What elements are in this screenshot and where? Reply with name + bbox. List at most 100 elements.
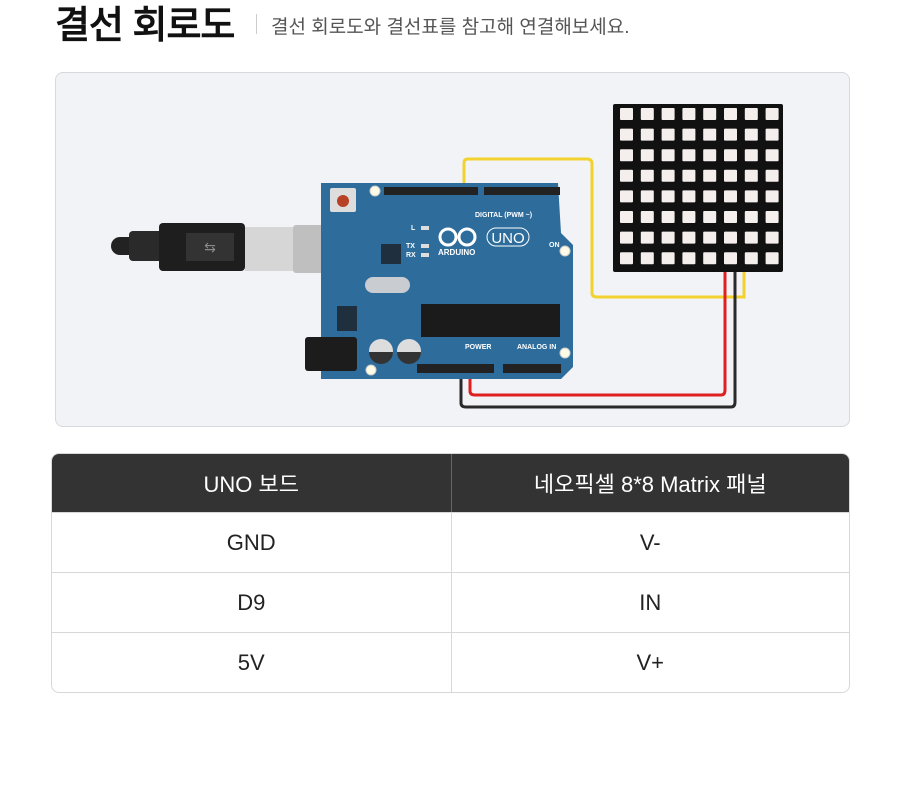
led-pixel — [620, 190, 633, 203]
led-pixel — [640, 211, 654, 223]
led-pixel — [724, 252, 737, 265]
led-pixel — [744, 211, 758, 223]
page-title: 결선 회로도 — [55, 5, 235, 47]
led-pixel — [744, 252, 758, 265]
led-pixel — [661, 128, 675, 141]
label-uno: UNO — [491, 230, 524, 247]
led-pixel — [724, 169, 737, 182]
led-pixel — [682, 190, 696, 203]
wiring-diagram: ⇆ — [55, 72, 850, 427]
led-pixel — [620, 252, 633, 265]
led-pixel — [724, 231, 737, 244]
neopixel-matrix — [613, 104, 783, 272]
label-arduino: ARDUINO — [438, 248, 475, 257]
cell-uno-pin: 5V — [52, 632, 451, 692]
cell-matrix-pin: IN — [450, 572, 849, 632]
cell-matrix-pin: V- — [450, 512, 849, 572]
page-subtitle: 결선 회로도와 결선표를 참고해 연결해보세요. — [271, 17, 630, 38]
column-header-uno: UNO 보드 — [52, 454, 451, 512]
power-header — [417, 364, 494, 373]
led-pixel — [682, 169, 696, 182]
led-pixel — [661, 108, 675, 120]
circuit-illustration: ⇆ — [111, 104, 783, 409]
led-pixel — [703, 252, 717, 265]
led-pixel — [661, 149, 675, 162]
led-pixel — [661, 252, 675, 265]
power-jack — [305, 337, 357, 371]
led-pixel — [744, 128, 758, 141]
led-pixel — [640, 190, 654, 203]
led-pixel — [703, 108, 717, 120]
led-pixel — [661, 190, 675, 203]
led-pixel — [640, 149, 654, 162]
led-pixel — [744, 190, 758, 203]
label-digital: DIGITAL (PWM ~) — [475, 212, 532, 219]
cell-uno-pin: GND — [52, 512, 451, 572]
led-pixel — [620, 128, 633, 141]
led-pixel — [703, 169, 717, 182]
usb-icon: ⇆ — [204, 239, 216, 255]
led-pixel — [765, 108, 779, 120]
led-pixel — [744, 149, 758, 162]
led-pixel — [620, 108, 633, 120]
arduino-logo — [438, 227, 477, 247]
led-pixel — [682, 108, 696, 120]
led-pixel — [703, 211, 717, 223]
led-pixel — [765, 252, 779, 265]
led-pixel — [703, 128, 717, 141]
led-pixel — [744, 169, 758, 182]
digital-header — [384, 187, 478, 195]
led-pixel — [724, 128, 737, 141]
led-pixel — [682, 211, 696, 223]
led-pixel — [703, 190, 717, 203]
label-l: L — [411, 225, 416, 232]
led-pixel — [724, 190, 737, 203]
led-pixel — [682, 231, 696, 244]
label-analog-in: ANALOG IN — [517, 344, 556, 351]
led-pixel — [765, 149, 779, 162]
led-pixel — [765, 128, 779, 141]
led-pixel — [640, 231, 654, 244]
led-pixel — [640, 169, 654, 182]
led-pixel — [703, 149, 717, 162]
reset-button — [337, 195, 349, 207]
power-wire — [468, 269, 727, 397]
microcontroller-chip — [421, 304, 560, 337]
led-pixel — [682, 252, 696, 265]
label-rx: RX — [406, 252, 416, 259]
led-pixel — [765, 211, 779, 223]
led-pixel — [661, 231, 675, 244]
led-pixel — [765, 169, 779, 182]
led-pixel — [640, 108, 654, 120]
led-pixel — [724, 211, 737, 223]
led-pixel — [661, 169, 675, 182]
led-pixel — [724, 108, 737, 120]
led-pixel — [620, 231, 633, 244]
led-pixel — [765, 190, 779, 203]
led-pixel — [682, 128, 696, 141]
led-pixel — [744, 231, 758, 244]
arduino-uno-board: DIGITAL (PWM ~) L TX RX ON POWER ANALOG … — [305, 183, 573, 379]
led-pixel — [661, 211, 675, 223]
label-on: ON — [549, 242, 560, 249]
led-pixel — [703, 231, 717, 244]
led-pixel — [620, 169, 633, 182]
led-pixel — [620, 149, 633, 162]
column-header-matrix: 네오픽셀 8*8 Matrix 패널 — [450, 454, 849, 512]
usb-cable: ⇆ — [111, 223, 357, 273]
cell-matrix-pin: V+ — [450, 632, 849, 692]
led-pixel — [640, 252, 654, 265]
led-pixel — [620, 211, 633, 223]
label-power: POWER — [465, 344, 491, 351]
signal-wire — [462, 157, 746, 299]
label-tx: TX — [406, 243, 415, 250]
led-pixel — [724, 149, 737, 162]
led-pixel — [640, 128, 654, 141]
led-pixel — [765, 231, 779, 244]
title-divider — [256, 14, 257, 34]
led-pixel — [744, 108, 758, 120]
cell-uno-pin: D9 — [52, 572, 451, 632]
